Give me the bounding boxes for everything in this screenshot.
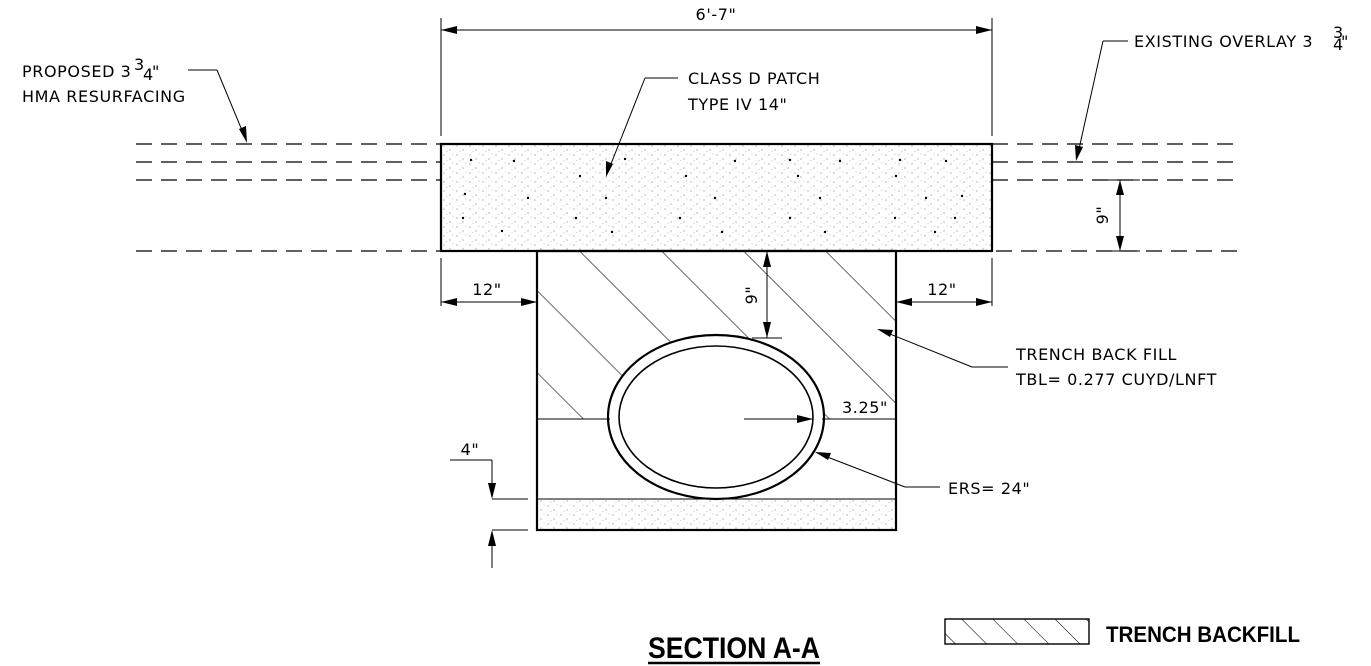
callout-existing-fraction: 3 4 [1333,23,1349,54]
callout-existing-text: EXISTING OVERLAY 3 [1134,32,1313,51]
callout-trench-line2: TBL= 0.277 CUYD/LNFT [1015,370,1217,389]
callout-existing-leader [1075,40,1128,161]
callout-proposed-line2: HMA RESURFACING [22,87,186,106]
pipe-ers [606,333,826,501]
existing-frac-num: 3 [1333,23,1344,42]
legend-swatch [944,618,1090,645]
dimension-overall [440,18,993,136]
callout-existing-quote: " [1341,32,1349,51]
legend-label: TRENCH BACKFILL [1106,622,1300,647]
callout-proposed-leader [188,69,247,143]
dimension-pipe-wall [744,415,840,423]
callout-trench-leader [877,329,1008,368]
callout-patch-line2: TYPE IV 14" [687,95,787,114]
callout-ers-leader [815,452,940,488]
dim-pipe-wall: 3.25" [842,398,888,417]
dim-left-offset: 12" [472,280,502,299]
dimension-bedding-depth [450,459,528,568]
callout-proposed-fraction: 3 4 [134,55,154,84]
class-d-patch [439,142,994,253]
callout-patch-line1: CLASS D PATCH [688,69,820,88]
callout-trench-line1: TRENCH BACK FILL [1015,345,1177,364]
existing-frac-den: 4 [1333,35,1344,54]
proposed-frac-den: 4 [143,65,154,84]
section-title: SECTION A-A [648,632,820,665]
callout-ers: ERS= 24" [948,479,1030,498]
proposed-frac-num: 3 [134,55,145,74]
dimension-left-offset [440,258,537,306]
patch-aggregate-marks [461,157,964,234]
callout-patch-leader [606,77,678,177]
legend [944,618,1090,645]
dim-bedding-depth: 4" [461,440,480,459]
dim-right-offset: 12" [927,280,957,299]
dimension-cover-depth [752,251,782,339]
callout-proposed-line1: PROPOSED 3 [22,62,131,81]
dimension-right-offset [896,258,993,306]
dim-cover-depth: 9" [742,286,761,305]
pavement-dashed-lines [136,143,1240,252]
dim-overall-width: 6'-7" [696,5,737,24]
callout-proposed-quote: " [152,62,160,81]
dimension-patch-depth [1102,179,1140,252]
dim-patch-depth: 9" [1093,206,1112,225]
